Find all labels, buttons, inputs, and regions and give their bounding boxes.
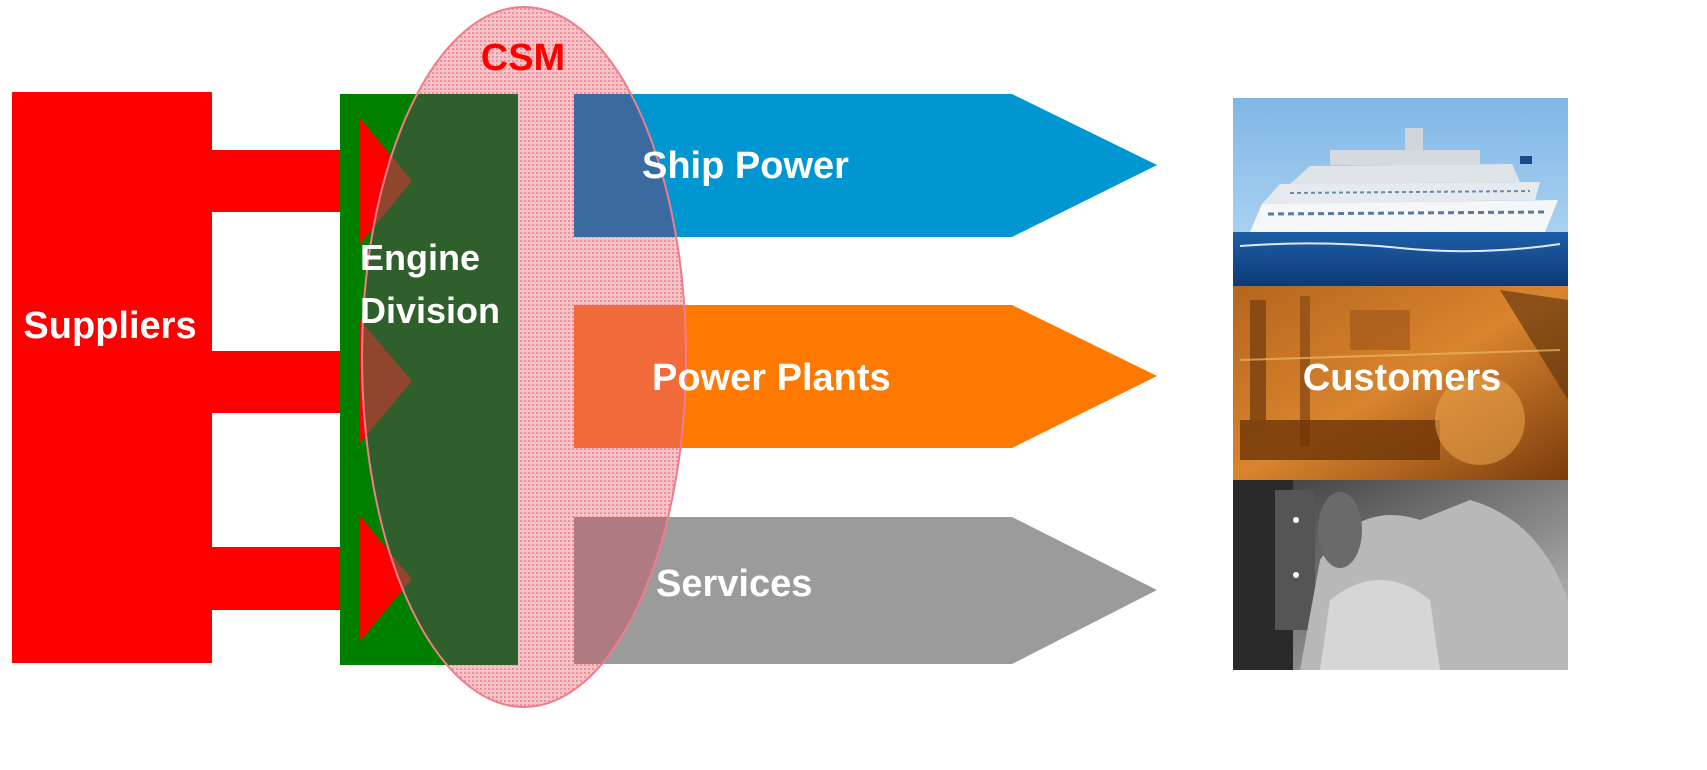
engine-division-label-line1: Engine [360,237,480,278]
services-label: Services [656,563,812,605]
customers-label: Customers [1303,357,1502,399]
technician-in-protective-suit-photo [1233,480,1568,670]
power-plants-arrow [574,305,1157,448]
customer-photos [1233,98,1568,670]
ship-power-label: Ship Power [642,145,849,187]
business-arrows [574,94,1157,664]
cruise-ship-photo [1233,98,1568,286]
services-arrow [574,517,1157,664]
suppliers-label: Suppliers [23,305,196,347]
csm-label: CSM [481,37,565,79]
engine-division-label-line2: Division [360,290,500,331]
suppliers-block: Suppliers [12,92,212,663]
industrial-plant-photo [1233,286,1568,480]
power-plants-label: Power Plants [652,357,891,399]
ship-power-arrow [574,94,1157,237]
